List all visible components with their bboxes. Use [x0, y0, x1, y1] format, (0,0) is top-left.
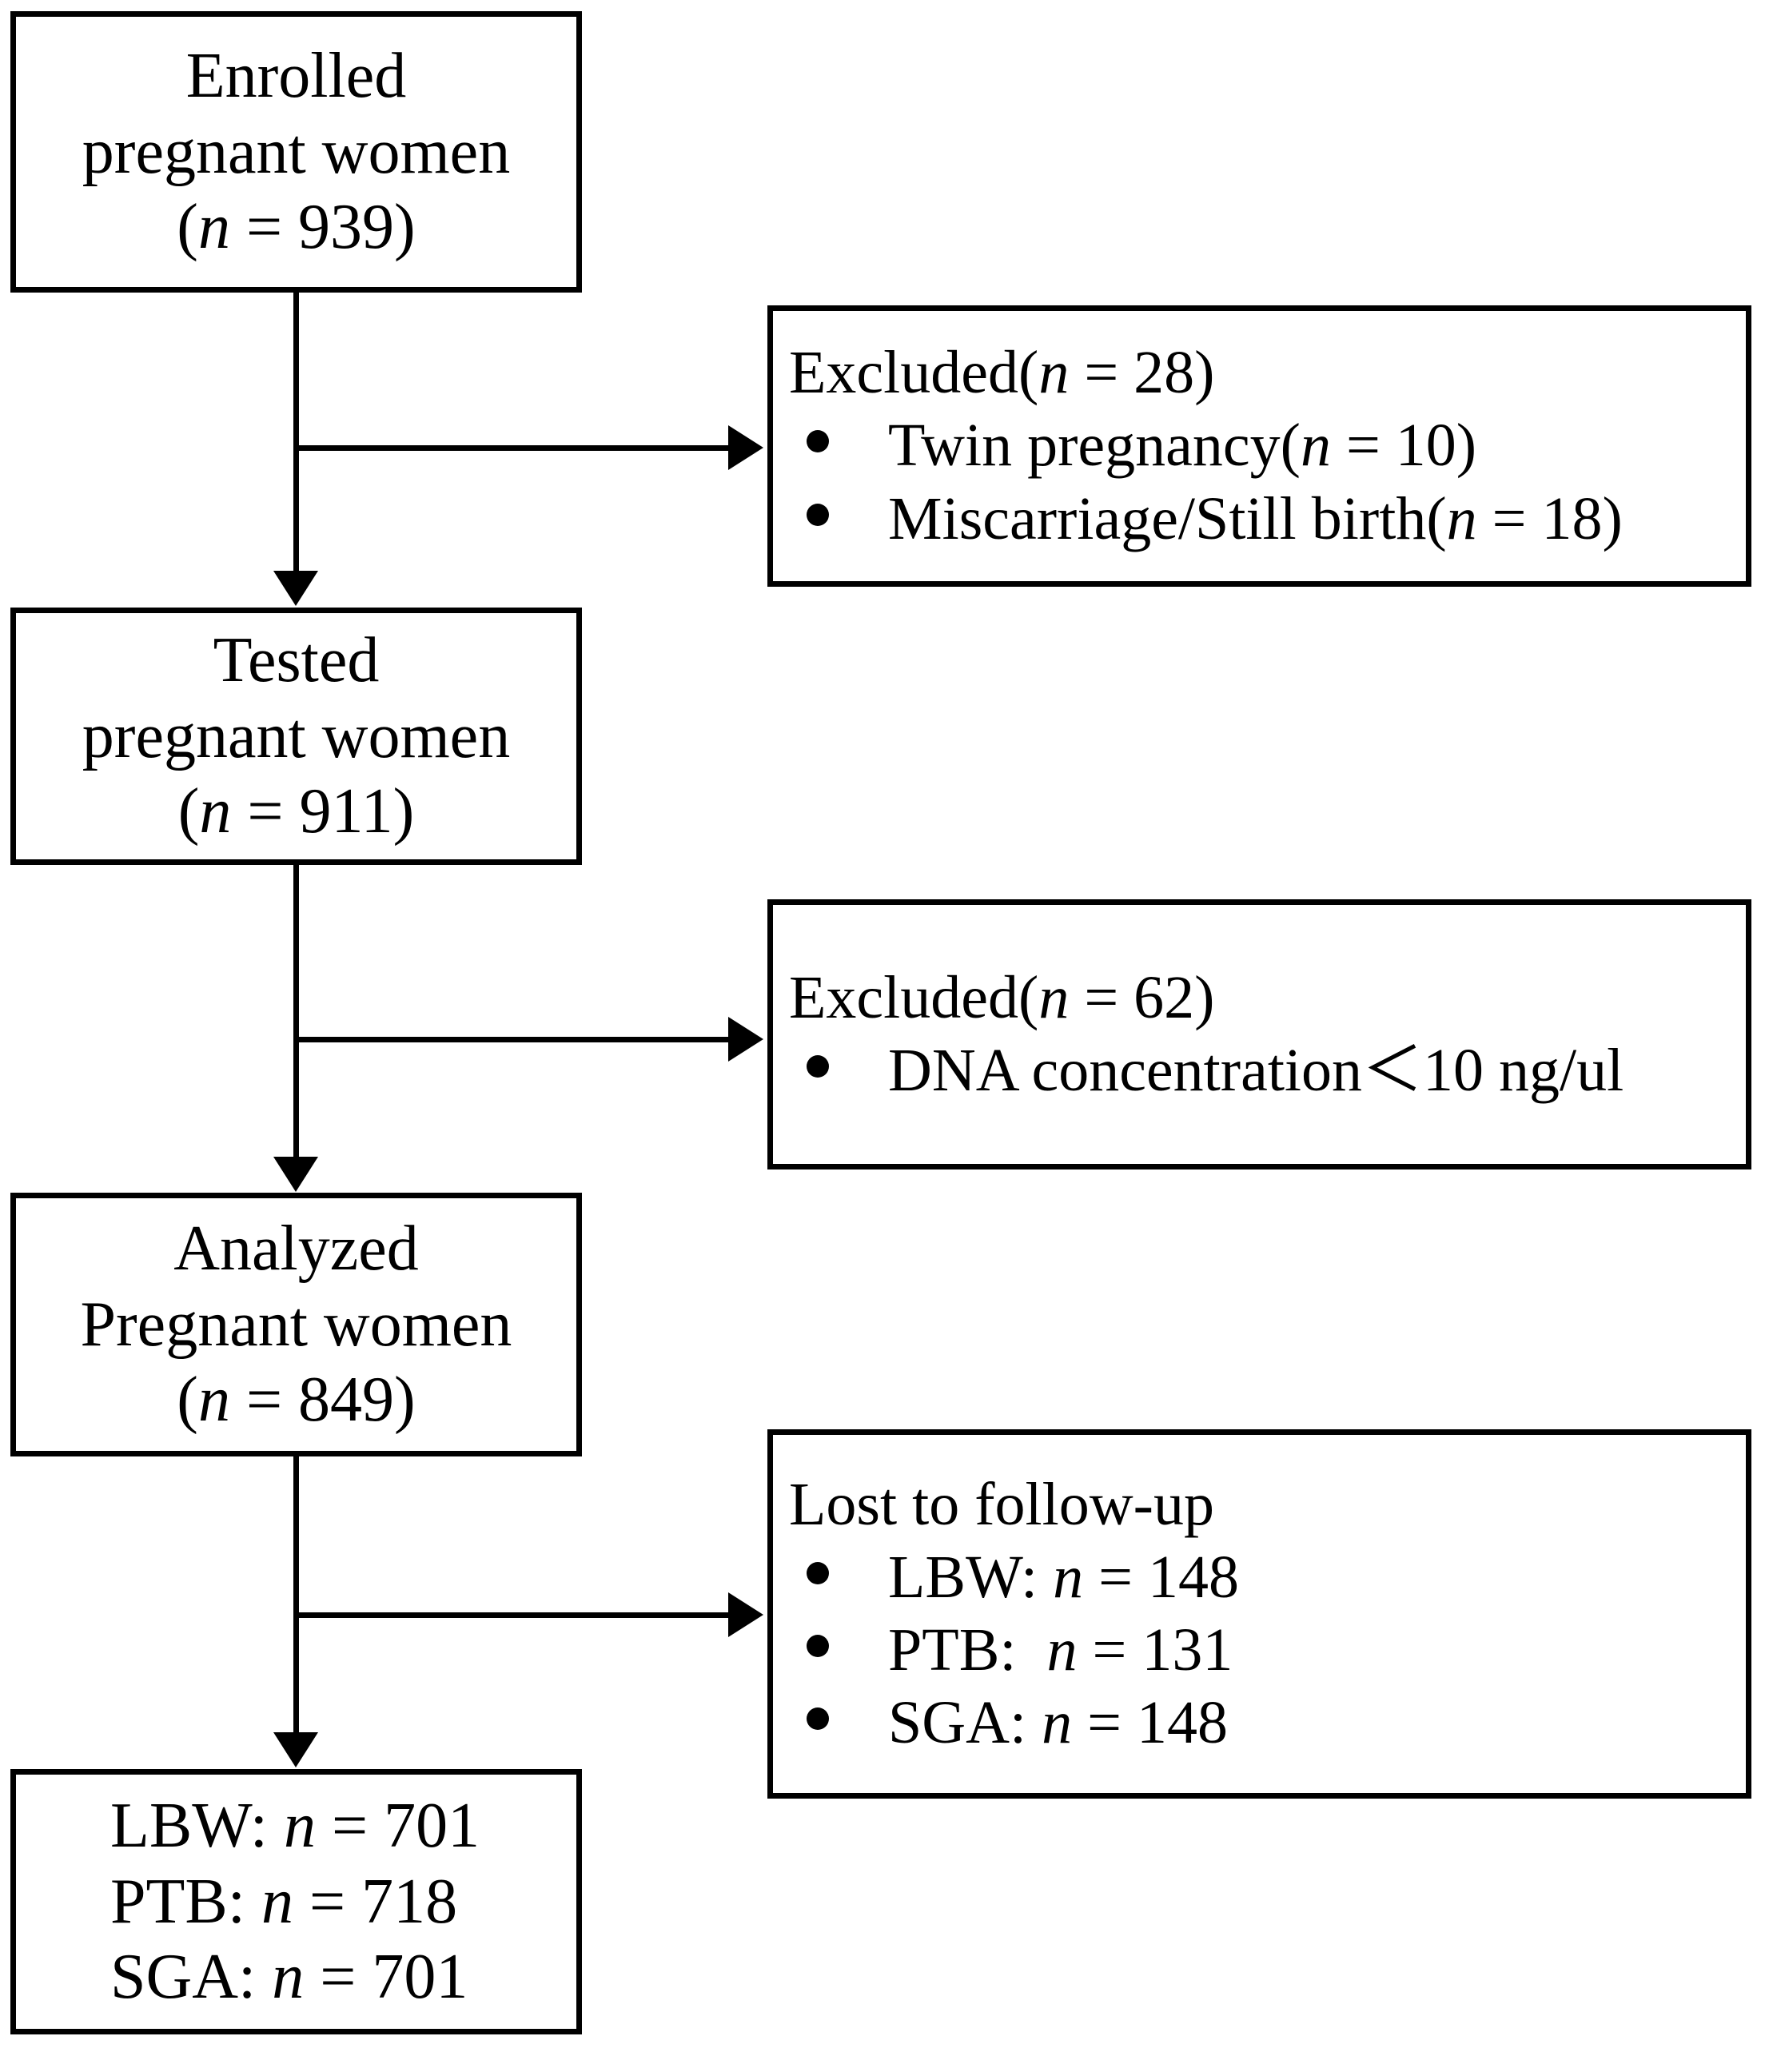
node-enrolled-line-3: (n = 939) [16, 189, 576, 265]
arrowhead-analyzed-to-lost [728, 1592, 763, 1637]
node-analyzed-line-2: Pregnant women [80, 1289, 512, 1360]
paren-open: ( [177, 192, 198, 263]
list-item: Twin pregnancy(n = 10) [789, 409, 1733, 482]
arrowhead-tested-to-excluded2 [728, 1017, 763, 1062]
n-symbol: n [197, 1365, 230, 1436]
connector-enrolled-to-excluded1 [293, 445, 730, 451]
excluded-first-heading-suffix: = 28) [1069, 339, 1215, 407]
list-item: SGA: n = 148 [789, 1687, 1733, 1759]
list-item-text: Twin pregnancy(n = 10) [888, 409, 1476, 482]
arrowhead-enrolled-to-tested [273, 571, 318, 606]
excluded-second-heading-prefix: Excluded( [789, 963, 1039, 1031]
n-value: = 939) [229, 192, 416, 263]
node-analyzed-pregnant-women: Analyzed Pregnant women (n = 849) [10, 1193, 582, 1456]
node-enrolled-line-1: Enrolled [185, 41, 407, 112]
n-symbol: n [1038, 339, 1070, 407]
excluded-first-heading: Excluded(n = 28) [789, 337, 1733, 409]
outcome-label: PTB: [110, 1866, 261, 1937]
arrowhead-tested-to-analyzed [273, 1157, 318, 1192]
bullet-icon [807, 430, 829, 453]
list-item-text: PTB: n = 131 [888, 1614, 1233, 1687]
list-item-text-prefix: Twin pregnancy( [888, 412, 1301, 480]
node-analyzed-line-3: (n = 849) [16, 1362, 576, 1437]
connector-tested-to-excluded2 [293, 1037, 730, 1042]
node-analyzed-line-1: Analyzed [173, 1213, 419, 1285]
excluded-first-content: Excluded(n = 28) Twin pregnancy(n = 10) … [789, 337, 1733, 556]
connector-analyzed-to-outcomes [293, 1456, 299, 1735]
node-excluded-second: Excluded(n = 62) DNA concentration＜10 ng… [767, 899, 1751, 1169]
list-item: DNA concentration＜10 ng/ul [789, 1034, 1733, 1107]
node-tested-text: Tested pregnant women (n = 911) [16, 623, 576, 849]
node-enrolled-text: Enrolled pregnant women (n = 939) [16, 38, 576, 265]
list-item-text: SGA: n = 148 [888, 1687, 1228, 1759]
outcome-value: = 701 [316, 1791, 480, 1862]
outcome-value: = 701 [304, 1942, 468, 2013]
n-symbol: n [1300, 412, 1331, 480]
node-tested-line-1: Tested [213, 625, 380, 696]
connector-enrolled-to-tested [293, 293, 299, 573]
n-symbol: n [1446, 484, 1477, 552]
connector-tested-to-analyzed [293, 865, 299, 1159]
lost-content: Lost to follow-up LBW: n = 148 PTB: n = … [789, 1468, 1733, 1760]
n-symbol: n [1053, 1543, 1084, 1611]
excluded-first-heading-prefix: Excluded( [789, 339, 1039, 407]
node-analyzed-text: Analyzed Pregnant women (n = 849) [16, 1211, 576, 1437]
outcome-label: SGA: [110, 1942, 273, 2013]
node-tested-pregnant-women: Tested pregnant women (n = 911) [10, 608, 582, 865]
n-symbol: n [261, 1866, 293, 1937]
paren-open: ( [177, 776, 200, 847]
bullet-icon [807, 503, 829, 526]
outcome-row-sga: SGA: n = 701 [110, 1939, 576, 2014]
list-item-text: LBW: n = 148 [888, 1541, 1239, 1614]
paren-open: ( [177, 1365, 198, 1436]
list-item: PTB: n = 131 [789, 1614, 1733, 1687]
list-item-label: PTB: [888, 1616, 1047, 1684]
node-excluded-first: Excluded(n = 28) Twin pregnancy(n = 10) … [767, 305, 1751, 587]
node-tested-line-2: pregnant women [82, 700, 511, 771]
node-lost-to-follow-up: Lost to follow-up LBW: n = 148 PTB: n = … [767, 1429, 1751, 1799]
outcome-value: = 718 [293, 1866, 458, 1937]
list-item-text: Miscarriage/Still birth(n = 18) [888, 483, 1623, 556]
bullet-icon [807, 1561, 829, 1584]
n-symbol: n [284, 1791, 316, 1862]
list-item-value: = 131 [1077, 1616, 1233, 1684]
list-item: LBW: n = 148 [789, 1541, 1733, 1614]
n-value: = 911) [231, 776, 415, 847]
bullet-icon [807, 1055, 829, 1078]
outcome-label: LBW: [110, 1791, 284, 1862]
n-symbol: n [1038, 963, 1070, 1031]
list-item-text-suffix: = 10) [1330, 412, 1477, 480]
arrowhead-enrolled-to-excluded1 [728, 425, 763, 470]
node-enrolled-line-2: pregnant women [82, 116, 511, 187]
bullet-icon [807, 1707, 829, 1731]
bullet-icon [807, 1635, 829, 1657]
list-item: Miscarriage/Still birth(n = 18) [789, 483, 1733, 556]
list-item-text: DNA concentration＜10 ng/ul [888, 1037, 1624, 1104]
connector-analyzed-to-lost [293, 1612, 730, 1618]
excluded-second-heading-suffix: = 62) [1069, 963, 1215, 1031]
excluded-second-heading: Excluded(n = 62) [789, 962, 1733, 1034]
node-enrolled-pregnant-women: Enrolled pregnant women (n = 939) [10, 11, 582, 293]
node-tested-line-3: (n = 911) [16, 774, 576, 849]
lost-heading: Lost to follow-up [789, 1470, 1214, 1538]
n-symbol: n [1046, 1616, 1078, 1684]
outcome-row-lbw: LBW: n = 701 [110, 1788, 576, 1863]
n-symbol: n [197, 192, 230, 263]
list-item-value: = 148 [1072, 1689, 1229, 1757]
arrowhead-analyzed-to-outcomes [273, 1732, 318, 1767]
list-item-label: LBW: [888, 1543, 1054, 1611]
list-item-text-suffix: = 18) [1476, 484, 1623, 552]
n-symbol: n [272, 1942, 305, 2013]
list-item-value: = 148 [1083, 1543, 1240, 1611]
node-outcome-counts: LBW: n = 701 PTB: n = 718 SGA: n = 701 [10, 1769, 582, 2034]
outcome-row-ptb: PTB: n = 718 [110, 1864, 576, 1939]
list-item-label: SGA: [888, 1689, 1042, 1757]
list-item-text-prefix: Miscarriage/Still birth( [888, 484, 1447, 552]
n-symbol: n [199, 776, 232, 847]
n-value: = 849) [229, 1365, 416, 1436]
excluded-second-content: Excluded(n = 62) DNA concentration＜10 ng… [789, 962, 1733, 1107]
n-symbol: n [1042, 1689, 1073, 1757]
outcome-counts-text: LBW: n = 701 PTB: n = 718 SGA: n = 701 [110, 1788, 576, 2014]
